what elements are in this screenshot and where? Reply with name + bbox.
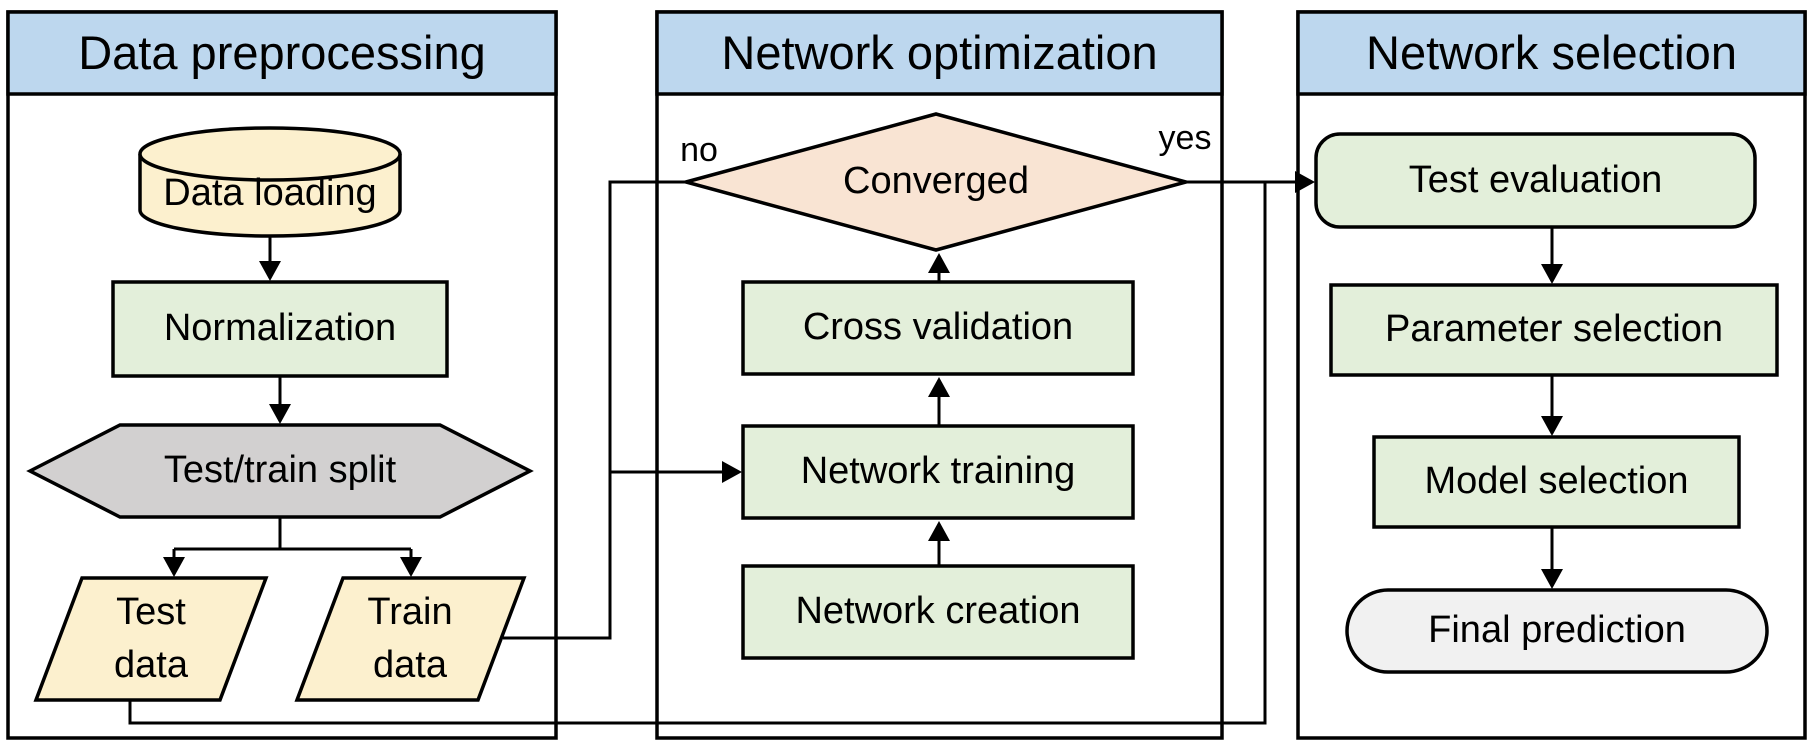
model-selection-box xyxy=(1372,435,1741,529)
converged-diamond xyxy=(679,112,1193,252)
data-loading-cylinder xyxy=(138,126,402,238)
edge-test-data-to-test-evaluation xyxy=(128,182,1267,725)
panel-network-selection-header xyxy=(1296,10,1807,96)
network-training-box xyxy=(741,424,1135,520)
panel-network-optimization-header xyxy=(655,10,1224,96)
final-prediction-stadium xyxy=(1345,588,1769,674)
cross-validation-box xyxy=(741,280,1135,376)
test-evaluation-box xyxy=(1314,132,1757,229)
normalization-box xyxy=(111,280,449,378)
test-train-split-hexagon xyxy=(26,423,534,519)
panel-data-preprocessing-header xyxy=(6,10,558,96)
test-data-parallelogram xyxy=(33,576,269,702)
train-data-parallelogram xyxy=(294,576,527,702)
parameter-selection-box xyxy=(1329,283,1779,377)
data-loading-cylinder-top xyxy=(138,126,402,182)
network-creation-box xyxy=(741,564,1135,660)
edge-no-loop-and-train-data-feed xyxy=(503,180,686,640)
edge-split-branch-trunk xyxy=(174,517,411,551)
